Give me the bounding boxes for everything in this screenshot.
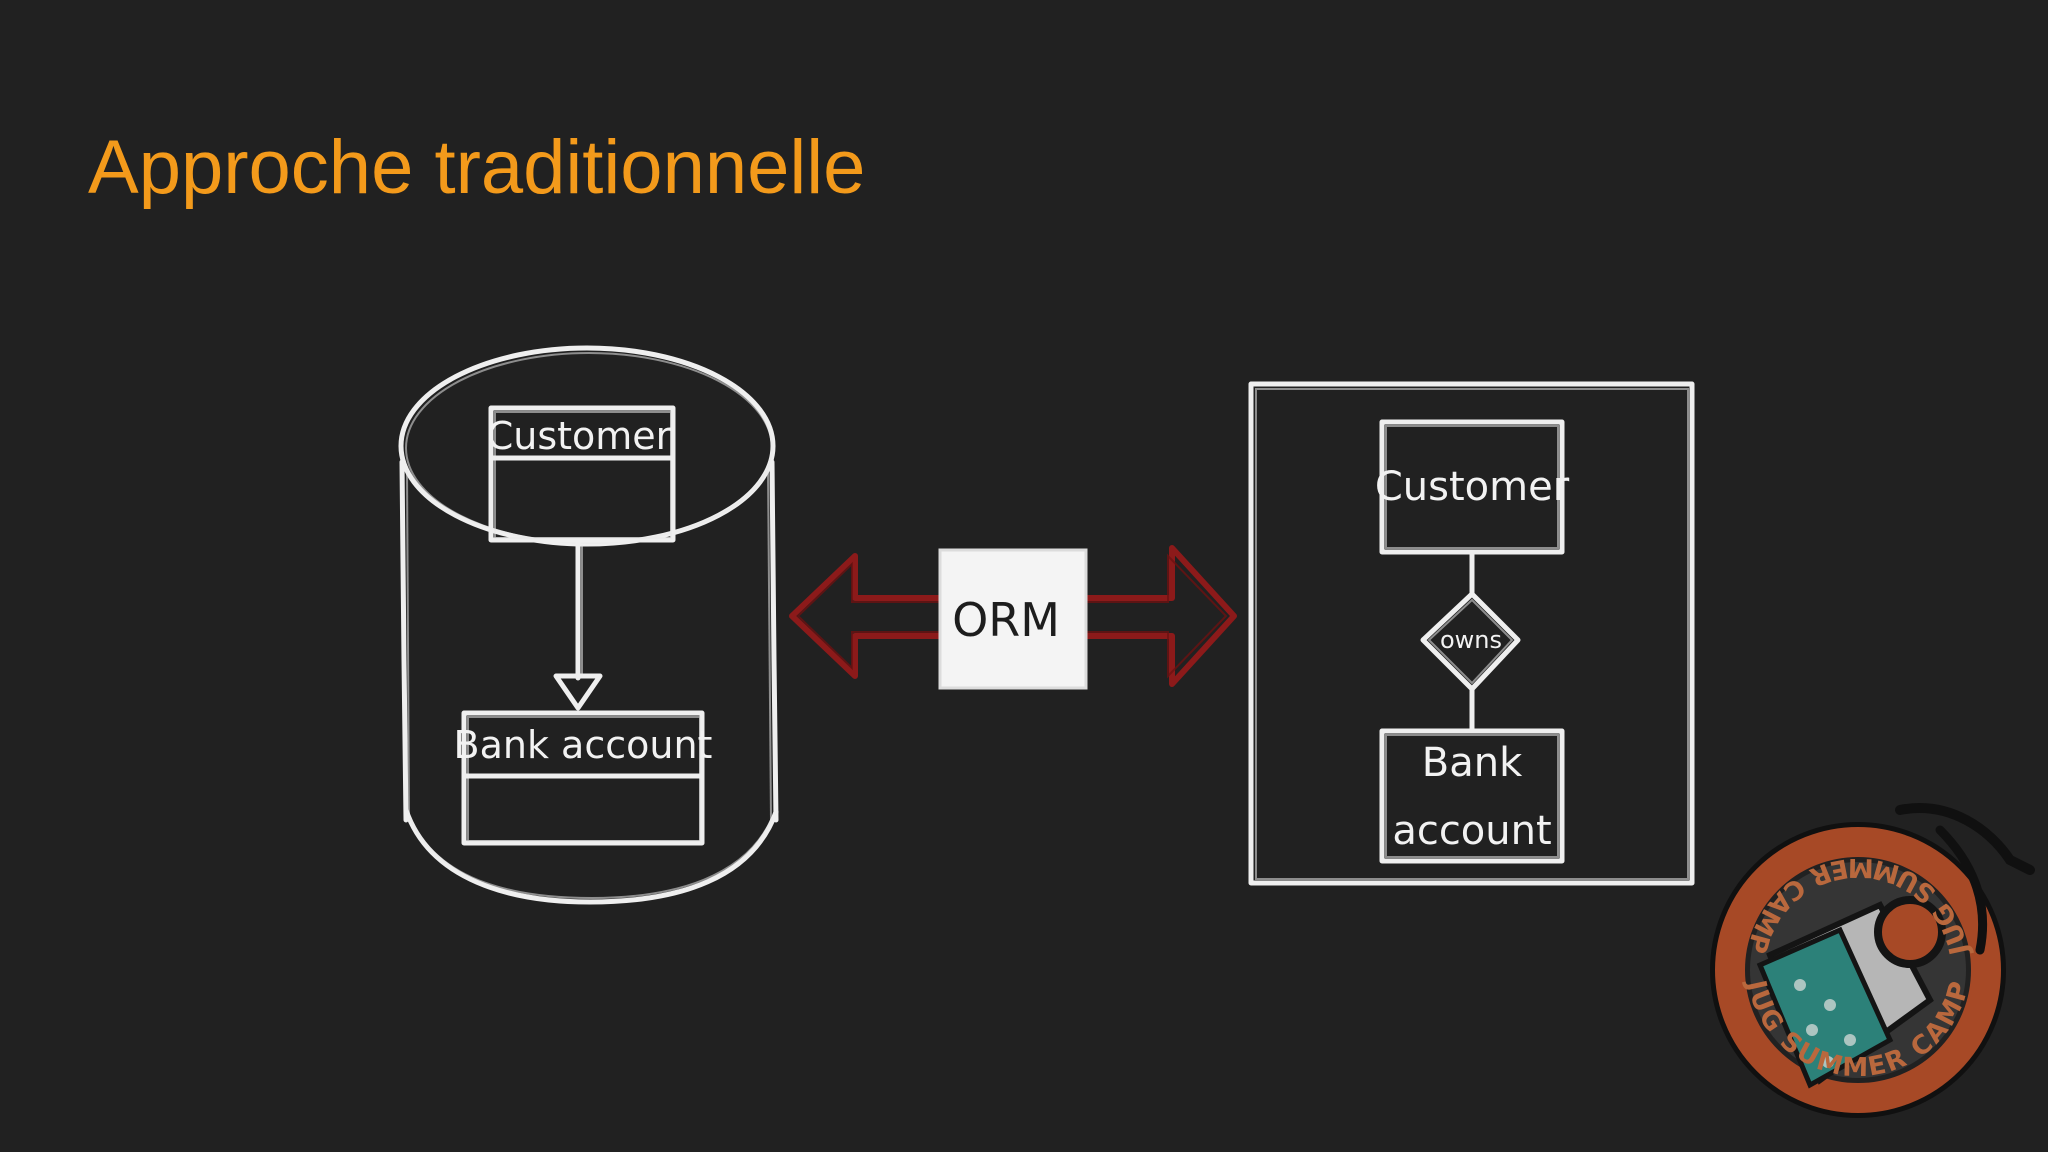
object-customer-entity: Customer bbox=[1375, 419, 1570, 555]
orm-double-arrow-icon bbox=[789, 545, 1237, 687]
db-relation-arrow bbox=[553, 539, 603, 711]
owns-relation: owns bbox=[1420, 550, 1521, 733]
owns-label: owns bbox=[1440, 626, 1502, 654]
database-cylinder-icon bbox=[398, 345, 779, 905]
object-bank-label-line1: Bank bbox=[1422, 740, 1523, 786]
db-bank-account-label: Bank account bbox=[454, 723, 713, 767]
orm-label: ORM bbox=[952, 593, 1060, 647]
db-customer-entity: Customer bbox=[487, 405, 676, 543]
slide-title: Approche traditionnelle bbox=[88, 125, 866, 210]
db-customer-label: Customer bbox=[487, 414, 672, 458]
db-bank-account-entity: Bank account bbox=[454, 710, 713, 846]
object-bank-account-entity: Bank account bbox=[1379, 728, 1565, 864]
object-customer-label: Customer bbox=[1375, 464, 1570, 510]
orm-box: ORM bbox=[938, 548, 1088, 690]
object-model-frame bbox=[1248, 381, 1695, 886]
object-bank-label-line2: account bbox=[1392, 808, 1551, 854]
jug-summer-camp-logo: JUG SUMMER CAMP JUG SUMMER CAMP bbox=[1710, 803, 2035, 1118]
